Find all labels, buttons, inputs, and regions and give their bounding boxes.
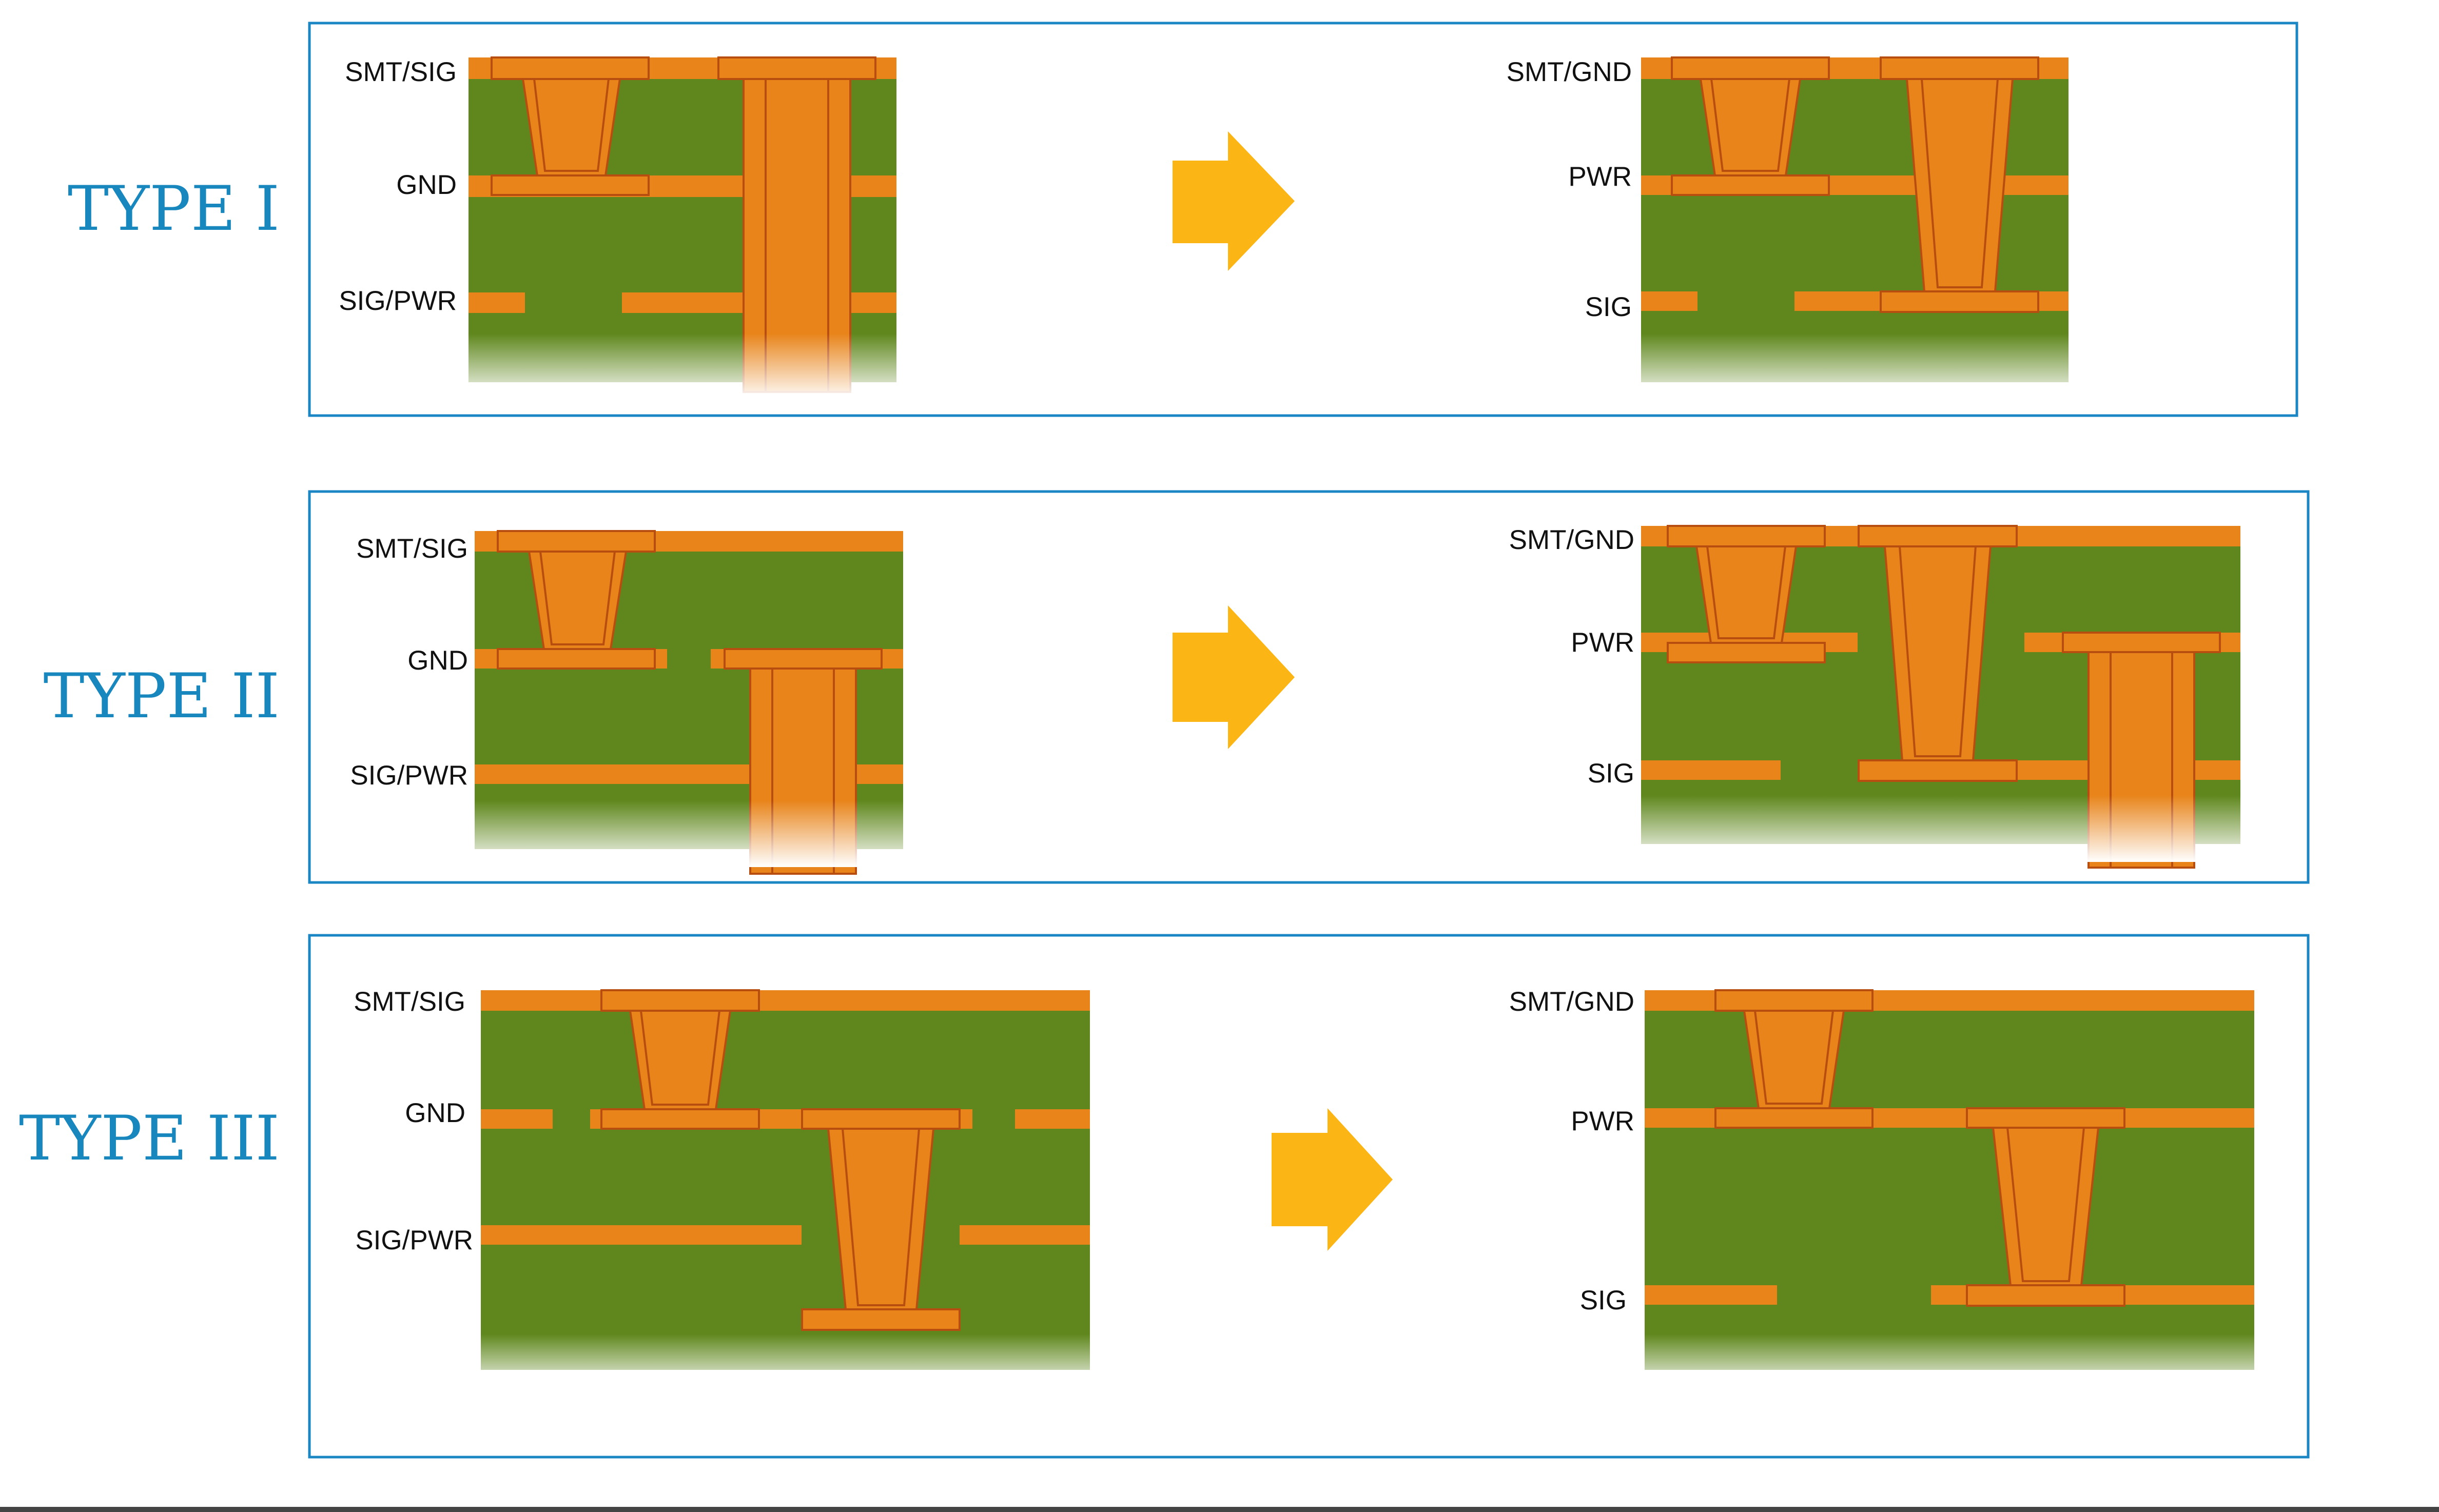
microvia (1714, 989, 1874, 1129)
layer-label-top: SMT/GND (1509, 987, 1634, 1017)
layer-label-bottom: SIG (1588, 758, 1634, 789)
layer-label-top: SMT/SIG (356, 534, 468, 564)
row-title: TYPE III (19, 1103, 280, 1174)
layer-label-mid: PWR (1571, 627, 1634, 658)
copper-trace (481, 1225, 802, 1245)
row-frame (308, 22, 2298, 417)
copper-layer-top (481, 990, 1090, 1011)
right-arrow-icon (1272, 1108, 1393, 1251)
layer-label-bottom: SIG (1585, 292, 1632, 322)
microvia (1667, 525, 1826, 663)
layer-label-top: SMT/SIG (354, 987, 465, 1017)
layer-label-bottom: SIG (1580, 1285, 1627, 1315)
microvia (497, 530, 656, 670)
fade (468, 800, 914, 867)
layer-label-bottom: SIG/PWR (339, 286, 457, 316)
layer-label-mid: GND (396, 170, 457, 200)
row-type-3: TYPE III SMT/SIG GND (19, 934, 2310, 1459)
after-stackup: SMT/GND PWR SIG (1509, 525, 2250, 869)
before-stackup: SMT/SIG GND SIG/PWR (350, 530, 914, 875)
fade (462, 333, 908, 400)
layer-label-top: SMT/GND (1507, 57, 1632, 87)
before-stackup: SMT/SIG GND SIG/PWR (339, 56, 908, 400)
row-frame (308, 934, 2310, 1459)
row-title: TYPE II (43, 661, 280, 732)
fade (1634, 333, 2081, 400)
copper-trace (1641, 760, 1781, 780)
row-type-2: TYPE II SMT/SIG GND SIG/PWR (43, 490, 2310, 884)
layer-label-mid: PWR (1571, 1106, 1634, 1136)
layer-label-mid: GND (405, 1098, 465, 1128)
row-type-1: TYPE I SMT/SIG GND (68, 22, 2298, 417)
buried-via (1880, 56, 2039, 313)
fade (475, 1334, 1098, 1390)
copper-trace (1645, 1285, 1777, 1305)
bottom-divider (0, 1507, 2439, 1512)
layer-label-mid: PWR (1568, 162, 1632, 192)
row-title: TYPE I (68, 173, 280, 245)
copper-trace (960, 1225, 1090, 1245)
fade (1638, 1334, 2261, 1390)
board (481, 990, 1090, 1370)
copper-layer-gnd (1015, 1109, 1090, 1129)
before-stackup: SMT/SIG GND SIG/PWR (354, 987, 1098, 1390)
layer-label-mid: GND (407, 645, 468, 676)
microvia (491, 56, 650, 196)
right-arrow-icon (1173, 131, 1295, 271)
microvia (600, 989, 760, 1130)
layer-label-bottom: SIG/PWR (350, 760, 468, 791)
board (1645, 990, 2254, 1370)
buried-via (1858, 525, 2018, 782)
after-stackup: SMT/GND PWR SIG (1509, 987, 2261, 1390)
fade (1634, 795, 2250, 862)
copper-trace (1641, 291, 1697, 311)
layer-label-top: SMT/SIG (345, 57, 457, 87)
row-frame (308, 490, 2310, 884)
buried-via (1966, 1107, 2125, 1307)
after-stackup: SMT/GND PWR SIG (1507, 56, 2081, 400)
right-arrow-icon (1173, 605, 1295, 749)
buried-via (801, 1108, 961, 1331)
copper-trace (469, 292, 525, 313)
layer-label-bottom: SIG/PWR (355, 1225, 473, 1255)
copper-layer-gnd (481, 1109, 553, 1129)
layer-label-top: SMT/GND (1509, 525, 1634, 555)
microvia (1671, 56, 1830, 196)
